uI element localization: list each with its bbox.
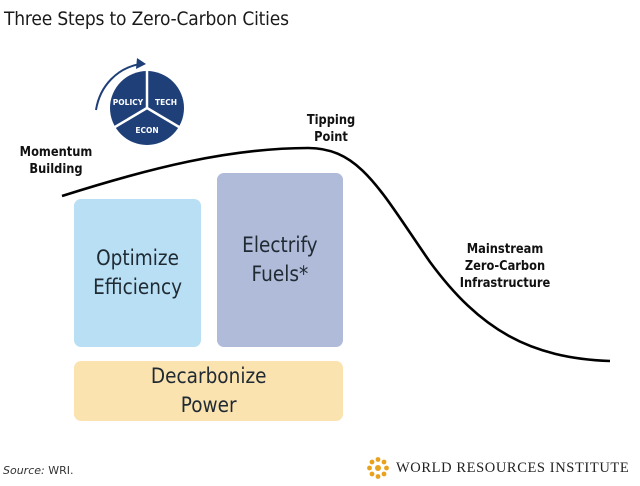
source-text: WRI.	[44, 464, 74, 477]
wri-flower-logo-icon	[367, 457, 389, 479]
cycle-arrowhead	[136, 58, 146, 69]
decarbonize-power-box: Decarbonize Power	[74, 361, 343, 421]
policy-tech-econ-wheel: POLICY TECH ECON	[95, 58, 184, 145]
wri-logo: WORLD RESOURCES INSTITUTE	[366, 455, 629, 481]
tipping-point-label: Tipping Point	[306, 113, 356, 145]
electrify-fuels-text: Electrify Fuels*	[242, 233, 318, 286]
mainstream-infrastructure-label: Mainstream Zero-Carbon Infrastructure	[459, 242, 551, 291]
electrify-fuels-box: Electrify Fuels*	[217, 173, 343, 347]
wri-name: WORLD RESOURCES INSTITUTE	[396, 459, 630, 476]
optimize-efficiency-text: Optimize Efficiency	[92, 246, 183, 299]
page-title: Three Steps to Zero-Carbon Cities	[4, 8, 289, 30]
optimize-efficiency-box: Optimize Efficiency	[74, 199, 201, 347]
momentum-building-label: Momentum Building	[19, 145, 93, 177]
cycle-arrow	[95, 63, 141, 111]
wheel-policy-label: POLICY	[113, 98, 144, 107]
source-prefix: Source:	[3, 464, 45, 477]
adoption-curve	[61, 146, 611, 363]
decarbonize-power-text: Decarbonize Power	[150, 364, 267, 417]
wheel-tech-label: TECH	[155, 98, 177, 107]
wheel-econ-label: ECON	[135, 126, 158, 135]
source-note: Source: WRI.	[3, 464, 74, 477]
